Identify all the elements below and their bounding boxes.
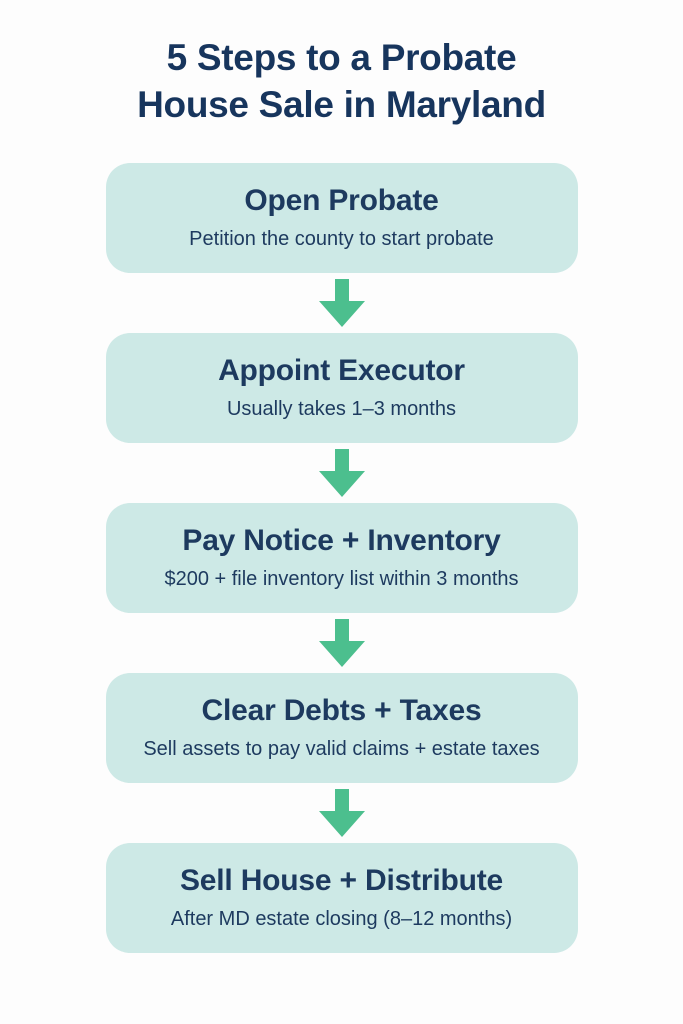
down-arrow-icon	[318, 783, 365, 843]
down-arrow-icon	[318, 273, 365, 333]
step-heading: Sell House + Distribute	[180, 864, 503, 898]
step-card-open-probate: Open Probate Petition the county to star…	[105, 162, 578, 273]
step-heading: Clear Debts + Taxes	[201, 694, 482, 728]
page-title-line-2: House Sale in Maryland	[137, 84, 546, 126]
step-subtext: Petition the county to start probate	[189, 227, 494, 250]
step-subtext: $200 + file inventory list within 3 mont…	[164, 567, 519, 590]
step-heading: Open Probate	[244, 184, 439, 218]
step-heading: Pay Notice + Inventory	[182, 524, 501, 558]
steps-flow: Open Probate Petition the county to star…	[105, 162, 578, 953]
step-subtext: After MD estate closing (8–12 months)	[170, 907, 513, 930]
step-subtext: Usually takes 1–3 months	[226, 397, 456, 420]
step-subtext: Sell assets to pay valid claims + estate…	[143, 737, 540, 760]
page-title-line-1: 5 Steps to a Probate	[166, 37, 517, 78]
step-heading: Appoint Executor	[218, 354, 465, 388]
page-title: 5 Steps to a Probate House Sale in Maryl…	[137, 34, 546, 129]
step-card-sell-house-distribute: Sell House + Distribute After MD estate …	[105, 842, 578, 953]
down-arrow-icon	[318, 613, 365, 673]
step-card-clear-debts-taxes: Clear Debts + Taxes Sell assets to pay v…	[105, 672, 578, 783]
down-arrow-icon	[318, 443, 365, 503]
step-card-pay-notice-inventory: Pay Notice + Inventory $200 + file inven…	[105, 502, 578, 613]
step-card-appoint-executor: Appoint Executor Usually takes 1–3 month…	[105, 332, 578, 443]
